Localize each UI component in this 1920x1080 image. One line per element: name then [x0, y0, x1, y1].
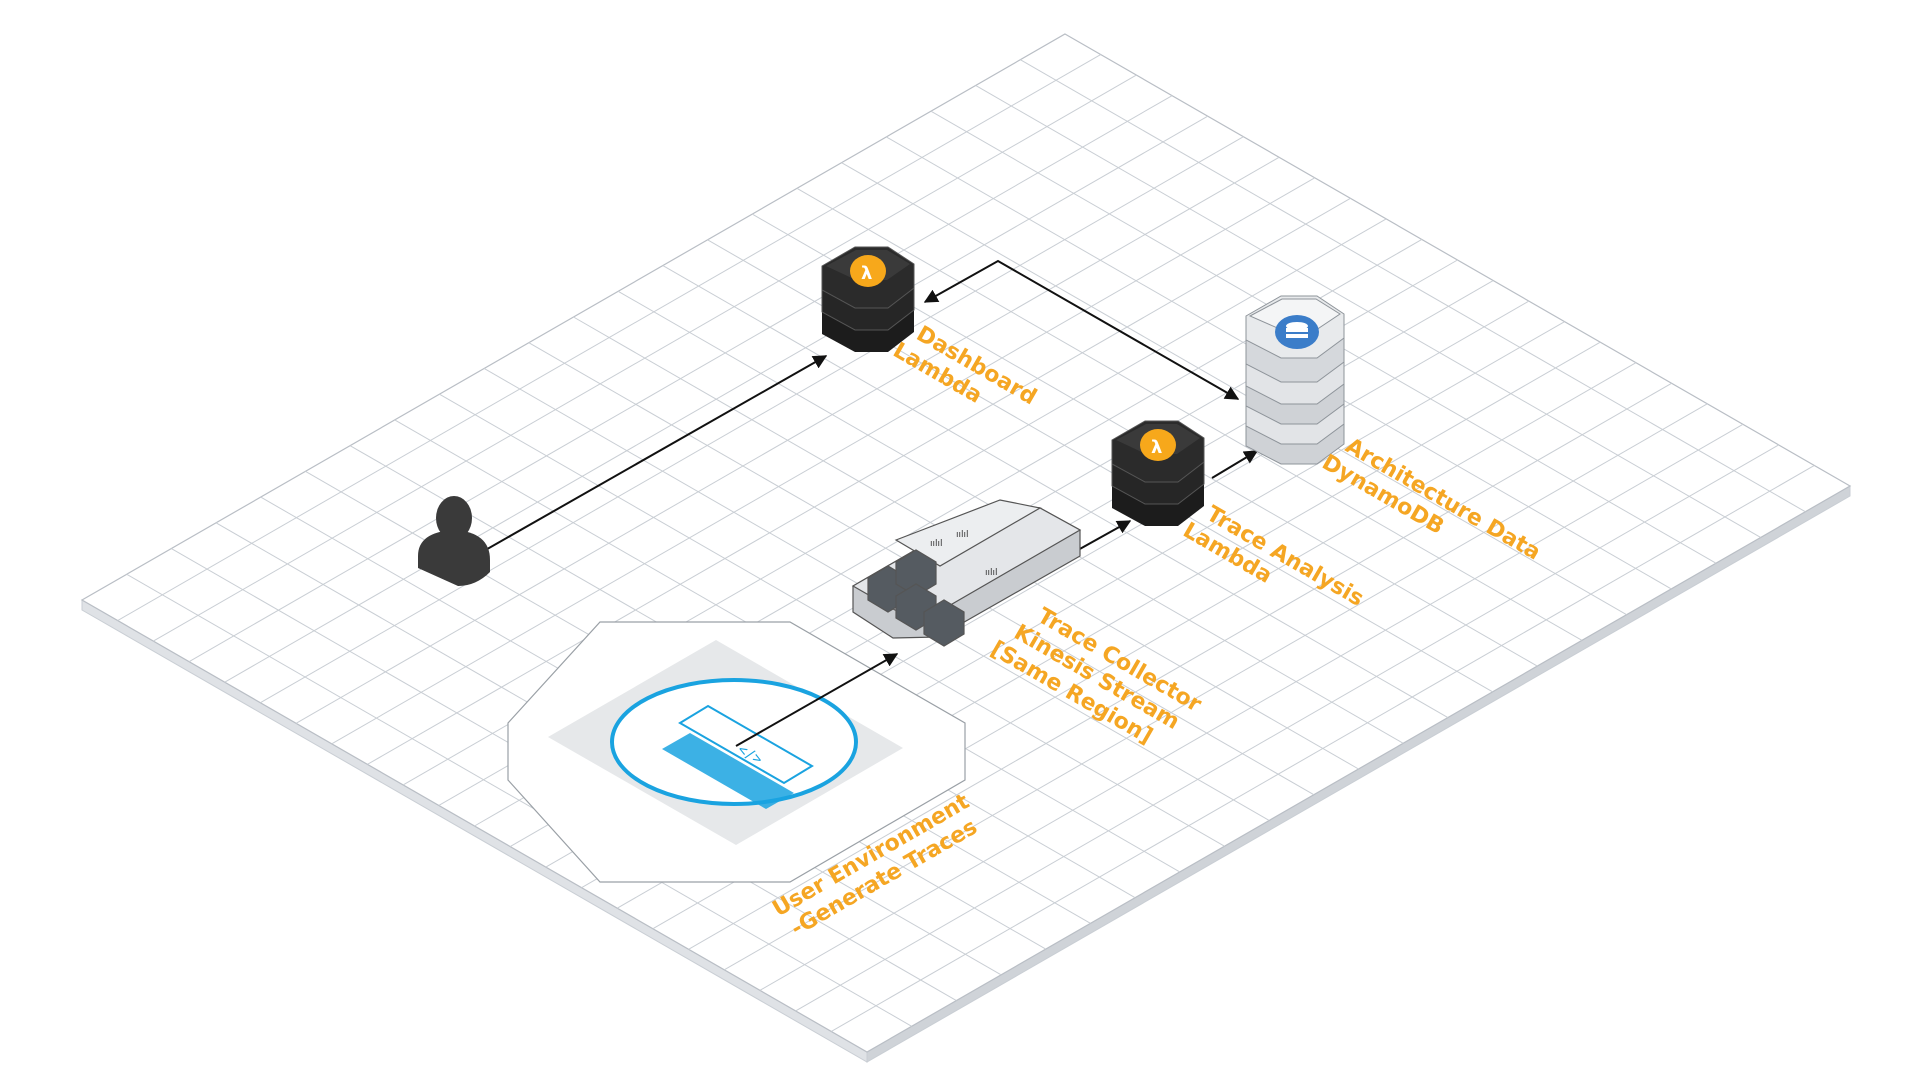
trace-collector-kinesis-node[interactable]: ıılıl ıılıl ıılıl [851, 499, 1082, 647]
connection-user-dashboard [473, 355, 828, 557]
lambda-icon: λ [850, 255, 886, 287]
kinesis-stream-icon: ıılıl ıılıl ıılıl [851, 499, 1082, 647]
lambda-icon: λ [1140, 429, 1176, 461]
connection-trace-lambda-dynamodb [1211, 450, 1259, 479]
dynamodb-icon [1275, 315, 1319, 349]
grid-line [688, 382, 1672, 950]
grid-line [975, 85, 1761, 538]
user-environment-region: </> [507, 621, 966, 883]
grid-line [795, 444, 1779, 1012]
svg-text:ıılıl: ıılıl [985, 568, 998, 578]
grid-line [662, 265, 1449, 718]
svg-text:ıılıl: ıılıl [930, 539, 943, 549]
user-icon[interactable] [418, 496, 490, 586]
dynamodb-stack [1245, 295, 1345, 465]
connection-dashboard-dynamodb [923, 259, 1240, 400]
trace-analysis-lambda-node[interactable]: λ [1111, 420, 1205, 526]
connection-kinesis-trace-lambda [1077, 520, 1132, 551]
connection-env-kinesis [735, 653, 899, 747]
grid-line [796, 187, 1583, 641]
user-environment-ring [610, 678, 858, 806]
grid-line [1020, 59, 1806, 513]
grid-line [759, 423, 1744, 991]
dashboard-lambda-node[interactable]: λ [821, 246, 915, 352]
architecture-dynamodb-node[interactable] [1245, 295, 1345, 465]
svg-text:ıılıl: ıılıl [956, 530, 969, 540]
svg-text:λ: λ [861, 263, 872, 284]
grid-line [831, 465, 1815, 1032]
connections [473, 259, 1259, 747]
grid-line [724, 403, 1708, 971]
svg-text:λ: λ [1151, 437, 1162, 458]
